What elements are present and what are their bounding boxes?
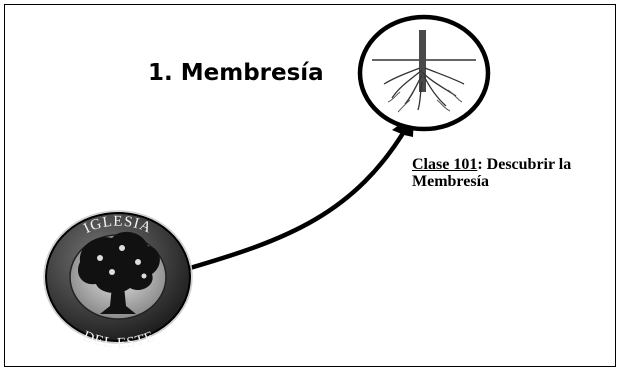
- membership-heading: 1. Membresía: [148, 60, 324, 86]
- class-title-line2: Membresía: [412, 173, 489, 190]
- class-separator: :: [477, 156, 486, 173]
- iglesia-del-este-logo: IGLESIA DEL ESTE: [44, 211, 192, 352]
- class-caption: Clase 101: Descubrir la Membresía: [412, 156, 617, 190]
- membership-target-circle: [360, 17, 488, 129]
- connector-arrow: [190, 114, 414, 268]
- class-code: Clase 101: [412, 156, 477, 173]
- class-title-line1: Descubrir la: [487, 156, 572, 173]
